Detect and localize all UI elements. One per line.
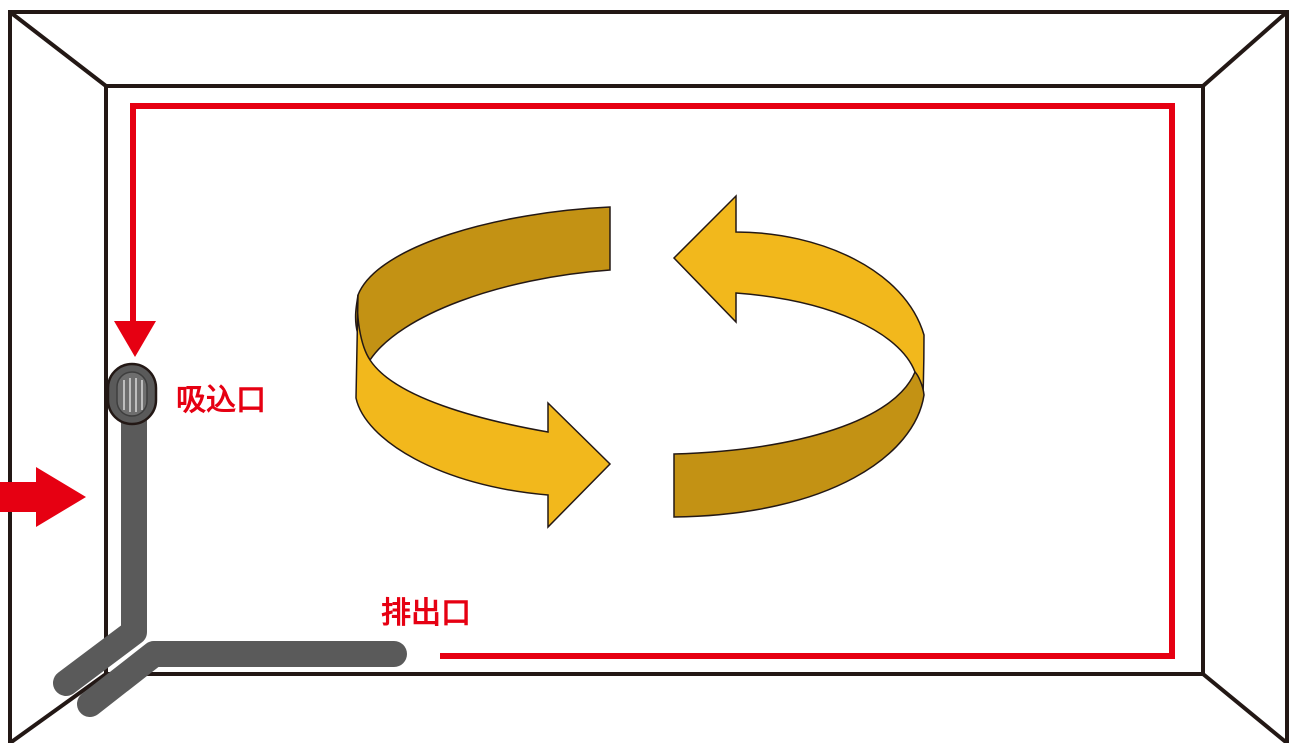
room-edge-top-right <box>1201 10 1289 88</box>
horizontal-hose <box>77 641 407 717</box>
vertical-hose <box>53 387 147 696</box>
right-arrow-front-band <box>672 194 925 396</box>
right-arrow-back-band <box>673 370 925 518</box>
intake-label: 吸込口 <box>176 383 266 418</box>
airflow-line <box>130 103 1175 659</box>
room-outer-wall <box>8 10 1289 743</box>
left-arrow-front-band <box>355 294 612 529</box>
left-arrow-back-band <box>354 206 611 362</box>
room-edge-top-left <box>8 10 108 88</box>
exhaust-label: 排出口 <box>381 596 471 631</box>
room-back-wall <box>104 84 1205 676</box>
room-frame <box>8 10 1289 743</box>
airflow-down-arrowhead <box>114 321 156 357</box>
incoming-air-arrow <box>0 467 86 527</box>
room-edge-bottom-left <box>8 672 108 743</box>
intake-nozzle <box>106 362 158 426</box>
circulation-arrows <box>354 194 925 529</box>
room-edge-bottom-right <box>1201 672 1289 743</box>
hose-pipe <box>53 387 407 717</box>
airflow-path <box>114 103 1175 659</box>
